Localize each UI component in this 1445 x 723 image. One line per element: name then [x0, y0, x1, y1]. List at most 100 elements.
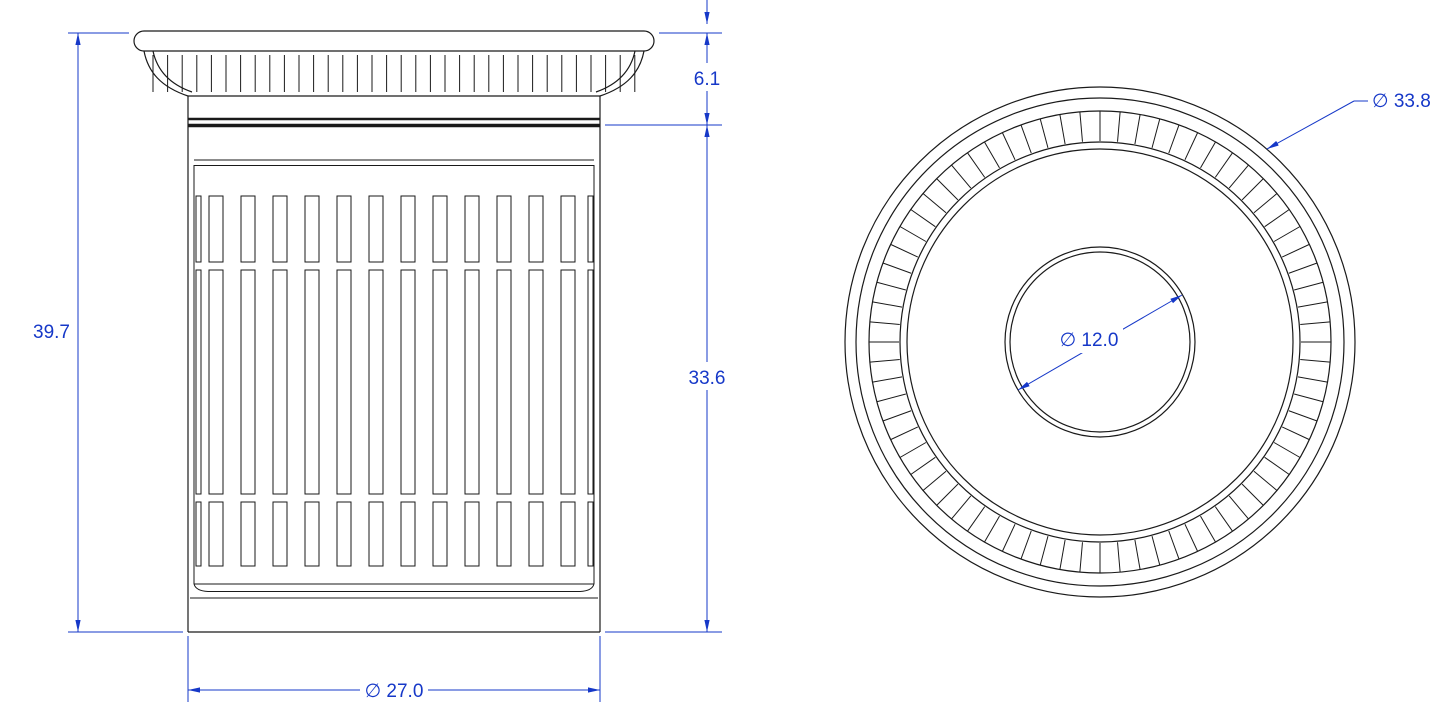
ring-slot-tick	[1151, 118, 1161, 148]
ring-slot-tick	[1281, 243, 1310, 258]
ring-slot-tick	[1200, 141, 1216, 169]
ring-slot-tick	[890, 426, 919, 441]
dimension-label-outer-diameter: ∅ 33.8	[1372, 91, 1431, 112]
body-slot-edge	[195, 195, 202, 263]
body-slot	[528, 501, 544, 567]
ring-slot-tick	[1264, 456, 1290, 475]
ring-slot-tick	[1200, 515, 1216, 543]
ring-slot-tick	[1273, 442, 1301, 458]
bell-right-outer-curve	[599, 50, 645, 97]
body-slot-pattern	[195, 195, 594, 567]
ring-slot-tick	[1168, 530, 1180, 560]
body-slot	[208, 501, 224, 567]
ring-slot-tick	[1020, 124, 1032, 154]
radial-slot-ticks	[869, 111, 1331, 573]
body-slot	[432, 269, 448, 495]
ring-slot-tick	[1020, 530, 1032, 560]
ring-slot-tick	[1300, 321, 1331, 325]
body-slot	[432, 195, 448, 263]
body-slot	[496, 501, 512, 567]
ring-slot-tick	[1134, 539, 1141, 570]
body-slot	[464, 269, 480, 495]
ring-slot-tick	[967, 152, 986, 178]
bell-left-inner-curve	[152, 50, 193, 93]
ring-slot-tick	[1059, 114, 1066, 145]
body-slot	[208, 195, 224, 263]
body-slot	[336, 195, 352, 263]
ring-slot-tick	[1241, 178, 1264, 201]
ring-slot-tick	[967, 506, 986, 532]
ring-slot-tick	[1241, 483, 1264, 506]
body-slot	[304, 195, 320, 263]
ring-slot-tick	[1228, 495, 1249, 520]
body-slot	[464, 195, 480, 263]
ring-slot-tick	[1117, 111, 1121, 142]
dimension-label-overall-height: 39.7	[33, 322, 70, 343]
front-view	[133, 30, 655, 633]
ring-slot-tick	[899, 226, 927, 242]
ring-slot-tick	[1288, 262, 1318, 274]
body-slot	[368, 195, 384, 263]
body-slot	[336, 501, 352, 567]
dimension-label-flange-height: 6.1	[694, 69, 720, 90]
ring-slot-tick	[1253, 193, 1278, 214]
ring-slot-tick	[1039, 536, 1049, 566]
body-slot	[432, 501, 448, 567]
ring-slot-tick	[1059, 539, 1066, 570]
ring-slot-tick	[1001, 132, 1016, 161]
bore-circle-inner	[1009, 251, 1191, 433]
body-slot-edge	[195, 501, 202, 567]
body-slot	[304, 269, 320, 495]
label-mask	[360, 676, 428, 704]
body-slot	[304, 501, 320, 567]
ring-slot-tick	[882, 410, 912, 422]
label-mask	[684, 362, 731, 390]
body-slot	[560, 269, 576, 495]
body-slot	[336, 269, 352, 495]
inner-bottom-dish	[193, 583, 595, 592]
dimension-label-body-diameter: ∅ 27.0	[365, 681, 424, 702]
body-slot	[528, 195, 544, 263]
ring-slot-tick	[869, 321, 900, 325]
ring-slot-tick	[1297, 301, 1328, 308]
ring-slot-tick	[1117, 542, 1121, 573]
ring-slot-tick	[1300, 359, 1331, 363]
ring-slot-tick	[1039, 118, 1049, 148]
ring-slot-tick	[1288, 410, 1318, 422]
outer-rim-circle	[844, 86, 1356, 598]
body-slot	[240, 501, 256, 567]
ring-slot-tick	[1253, 470, 1278, 491]
body-slot	[528, 269, 544, 495]
ring-slot-tick	[1134, 114, 1141, 145]
ring-slot-tick	[890, 243, 919, 258]
ring-slot-tick	[1294, 393, 1324, 403]
bell-right-inner-curve	[595, 50, 636, 93]
ring-slot-tick	[910, 209, 936, 228]
ring-slot-tick	[899, 442, 927, 458]
dimension-outer-diameter: ∅ 33.8	[1266, 91, 1431, 150]
body-slot	[208, 269, 224, 495]
ring-slot-tick	[922, 470, 947, 491]
ring-slot-tick	[1168, 124, 1180, 154]
body-slot	[272, 269, 288, 495]
label-mask	[689, 63, 726, 91]
ring-slot-tick	[872, 301, 903, 308]
body-slot-edge	[195, 269, 202, 495]
ring-slot-tick	[936, 483, 959, 506]
dimension-label-bore-diameter: ∅ 12.0	[1060, 330, 1119, 351]
body-slot	[368, 269, 384, 495]
dimension-overall-height: 39.7	[33, 32, 183, 633]
body-slot	[560, 501, 576, 567]
bore-circle-outer	[1004, 246, 1196, 438]
body-slot	[496, 195, 512, 263]
ring-slot-tick	[951, 164, 972, 189]
ring-slot-tick	[1151, 536, 1161, 566]
ring-slot-tick	[869, 359, 900, 363]
dimension-annotations: 39.7 6.1 33.6	[33, 0, 1431, 704]
ring-slot-tick	[1001, 523, 1016, 552]
rim-inner-circle	[855, 97, 1345, 587]
ring-slot-tick	[1184, 132, 1199, 161]
ring-slot-tick	[1273, 226, 1301, 242]
ring-slot-tick	[882, 262, 912, 274]
